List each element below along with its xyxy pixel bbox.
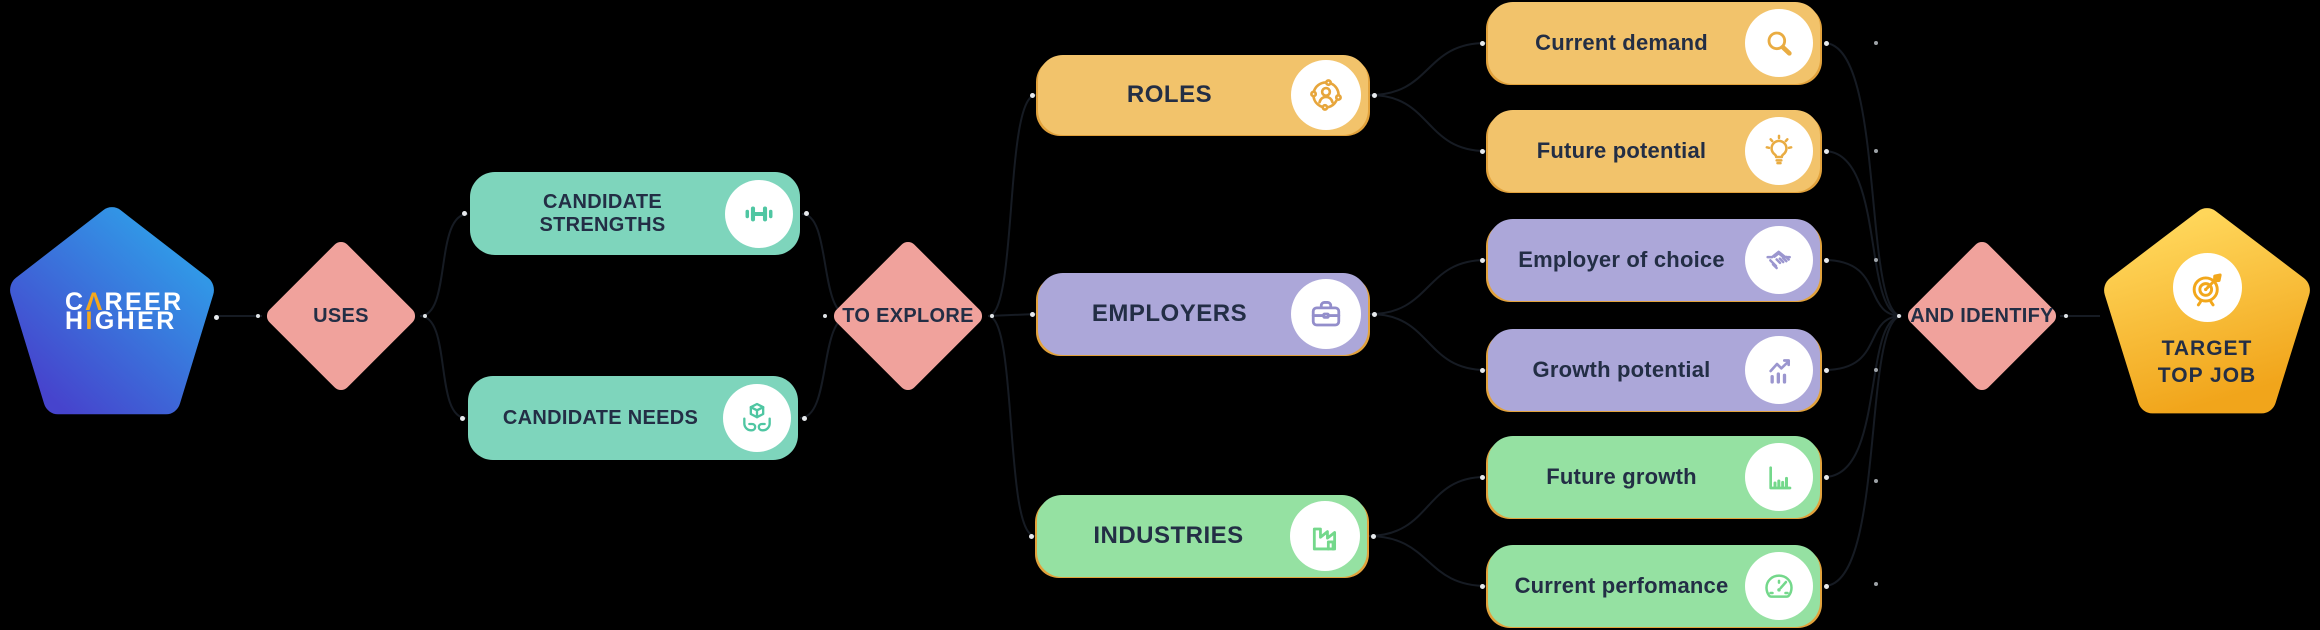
handshake-icon	[1766, 250, 1791, 270]
diamond-to-explore: TO EXPLORE	[823, 238, 994, 394]
icon-circle	[1745, 117, 1813, 185]
target-node-content: TARGET TOP JOB	[2102, 206, 2312, 422]
briefcase-icon	[1311, 301, 1341, 327]
pill-growth-potential: Growth potential	[1480, 329, 1829, 411]
pill-label: Employer of choice	[1518, 247, 1725, 272]
pill-label: CANDIDATE NEEDS	[502, 406, 699, 429]
target-top-job-node: TARGET TOP JOB	[2102, 206, 2312, 422]
icon-circle	[1745, 9, 1813, 77]
pill-label: EMPLOYERS	[1091, 300, 1248, 327]
target-icon	[2192, 273, 2222, 306]
target-label-line1: TARGET	[2161, 337, 2253, 360]
pill-label: Current demand	[1535, 30, 1708, 55]
icon-circle	[725, 179, 793, 248]
gauge-icon	[1765, 574, 1793, 598]
blue-pentagon-shape	[10, 207, 214, 415]
icon-circle	[1745, 552, 1813, 620]
lightbulb-icon	[1765, 134, 1793, 165]
pill-future-potential: Future potential	[1480, 110, 1829, 192]
careerhigher-logo-node: CΛREER HIGHER	[8, 205, 219, 423]
diamond-and-identify: AND IDENTIFY	[1897, 238, 2068, 394]
pill-employers: EMPLOYERS	[1030, 273, 1377, 355]
icon-circle	[1291, 60, 1361, 130]
pill-label: ROLES	[1126, 81, 1213, 108]
pill-label: Future growth	[1546, 464, 1697, 489]
wordmark-accent-i: I	[85, 306, 95, 335]
icon-circle	[1745, 226, 1813, 294]
pill-label: Current perfomance	[1514, 573, 1729, 598]
wordmark-text: C	[65, 288, 86, 316]
icon-circle	[723, 384, 791, 452]
wordmark-accent-a: Λ	[85, 288, 105, 316]
diamond-label: AND IDENTIFY	[1910, 304, 2054, 327]
diamond-label: TO EXPLORE	[842, 304, 974, 327]
factory-icon	[1312, 527, 1337, 551]
magnifier-icon	[1767, 31, 1792, 56]
icon-circle	[2172, 253, 2242, 322]
wordmark-text: GHER	[94, 306, 177, 335]
bar-chart-icon	[1769, 466, 1792, 490]
connector-dot	[1874, 41, 1878, 586]
people-network-icon	[1310, 79, 1342, 111]
pill-label: INDUSTRIES	[1093, 522, 1244, 549]
icon-circle	[1290, 501, 1360, 571]
pill-candidate-strengths: CANDIDATE STRENGTHS	[462, 172, 809, 255]
connector-dot	[214, 315, 219, 321]
careerhigher-wordmark: CΛREER HIGHER	[65, 290, 184, 334]
pill-label: CANDIDATE STRENGTHS	[539, 190, 666, 236]
icon-circle	[1291, 279, 1361, 349]
pill-industries: INDUSTRIES	[1029, 495, 1376, 577]
diamond-label: USES	[313, 304, 369, 327]
wordmark-line1: CΛREER	[65, 290, 184, 315]
pill-current-perfomance: Current perfomance	[1480, 545, 1829, 627]
dumbbell-icon	[745, 206, 773, 221]
pill-label: Growth potential	[1532, 357, 1711, 382]
wordmark-line2: HIGHER	[65, 308, 184, 333]
icon-circle	[1745, 336, 1813, 404]
connector-line	[216, 42, 2100, 587]
pill-current-demand: Current demand	[1480, 2, 1829, 84]
target-label-line2: TOP JOB	[2157, 364, 2257, 387]
diamond-uses: USES	[256, 238, 427, 394]
wordmark-text: REER	[104, 288, 184, 316]
pill-future-growth: Future growth	[1480, 436, 1829, 518]
pill-candidate-needs: CANDIDATE NEEDS	[460, 376, 807, 460]
hands-box-icon	[743, 402, 771, 432]
pill-roles: ROLES	[1030, 55, 1377, 135]
target-node-label: TARGET TOP JOB	[2158, 335, 2256, 389]
pill-label: Future potential	[1536, 138, 1707, 163]
icon-circle	[1745, 443, 1813, 511]
wordmark-text: H	[65, 306, 86, 335]
trend-chart-icon	[1769, 359, 1790, 384]
pill-employer-of-choice: Employer of choice	[1480, 219, 1829, 301]
